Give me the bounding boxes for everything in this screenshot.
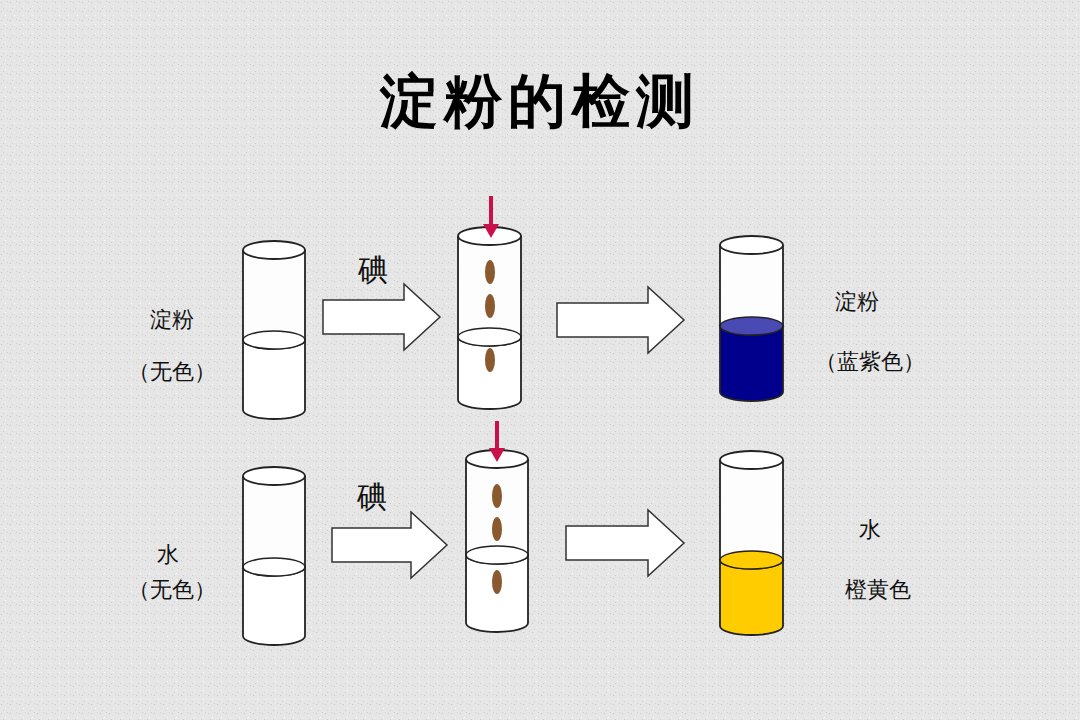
glass [458, 236, 521, 346]
process-arrow [566, 510, 684, 576]
iodine-drop [492, 484, 502, 508]
sample-label: （无色） [128, 359, 216, 385]
reagent-label: 碘 [357, 479, 387, 515]
title: 淀粉的检测 [380, 67, 700, 137]
tube-wall [719, 245, 721, 392]
liquid-surface [466, 546, 528, 564]
tube-mouth [720, 236, 783, 254]
liquid [243, 340, 305, 419]
liquid [466, 555, 528, 632]
glass [243, 250, 305, 349]
iodine-drop [485, 294, 495, 318]
drop-arrow [483, 224, 499, 238]
tube-bottom [458, 400, 521, 409]
tube-wall [520, 236, 522, 400]
process-arrow [557, 287, 684, 353]
sample-label: 淀粉 [835, 289, 879, 315]
sample-label: （无色） [128, 577, 216, 603]
glass [466, 459, 528, 564]
test-tube [720, 451, 783, 635]
tube-bottom [720, 392, 783, 401]
tube-wall [242, 476, 244, 636]
tube-bottom [466, 623, 528, 632]
process-arrow [332, 512, 447, 578]
test-tube [720, 236, 783, 401]
tube-mouth [720, 451, 783, 469]
liquid-surface [466, 546, 528, 564]
test-tube [243, 467, 305, 645]
reagent-label: 碘 [358, 252, 388, 288]
iodine-drop [485, 260, 495, 284]
tube-wall [465, 459, 467, 623]
tube-wall [242, 250, 244, 410]
process-arrow [323, 284, 440, 350]
liquid-surface [458, 328, 521, 346]
liquid [458, 337, 521, 409]
liquid-surface [721, 318, 782, 334]
liquid-surface [458, 328, 521, 346]
tube-wall [719, 460, 721, 626]
glass [720, 245, 783, 335]
tube-mouth [243, 467, 305, 485]
test-tube [466, 450, 528, 632]
test-tube [458, 227, 521, 409]
tube-wall [527, 459, 529, 623]
tube-bottom [243, 636, 305, 645]
tube-bottom [243, 410, 305, 419]
liquid-surface [243, 558, 305, 576]
tube-wall [782, 460, 784, 626]
iodine-drop [492, 517, 502, 541]
liquid-surface [720, 551, 783, 569]
liquid-surface [243, 331, 305, 349]
test-tube [243, 241, 305, 419]
tube-wall [782, 245, 784, 392]
iodine-drop [492, 570, 502, 594]
tube-wall [457, 236, 459, 400]
tube-bottom [720, 626, 783, 635]
drop-arrow [489, 448, 505, 462]
tube-mouth [243, 241, 305, 259]
tube-wall [304, 250, 306, 410]
liquid [243, 567, 305, 645]
sample-label: （蓝紫色） [815, 349, 925, 375]
iodine-drop [485, 348, 495, 372]
liquid-surface [720, 551, 783, 569]
sample-label: 水 [157, 542, 179, 568]
liquid-surface [720, 317, 783, 335]
liquid-surface [243, 331, 305, 349]
sample-label: 橙黄色 [845, 577, 911, 603]
sample-label: 淀粉 [150, 307, 194, 333]
liquid [720, 326, 783, 401]
glass [720, 460, 783, 569]
liquid-surface [720, 317, 783, 335]
liquid-surface [243, 558, 305, 576]
drop-arrow [495, 421, 499, 450]
liquid [720, 560, 783, 635]
glass [243, 476, 305, 576]
sample-label: 水 [859, 517, 881, 543]
drop-arrow [489, 196, 493, 226]
tube-wall [304, 476, 306, 636]
